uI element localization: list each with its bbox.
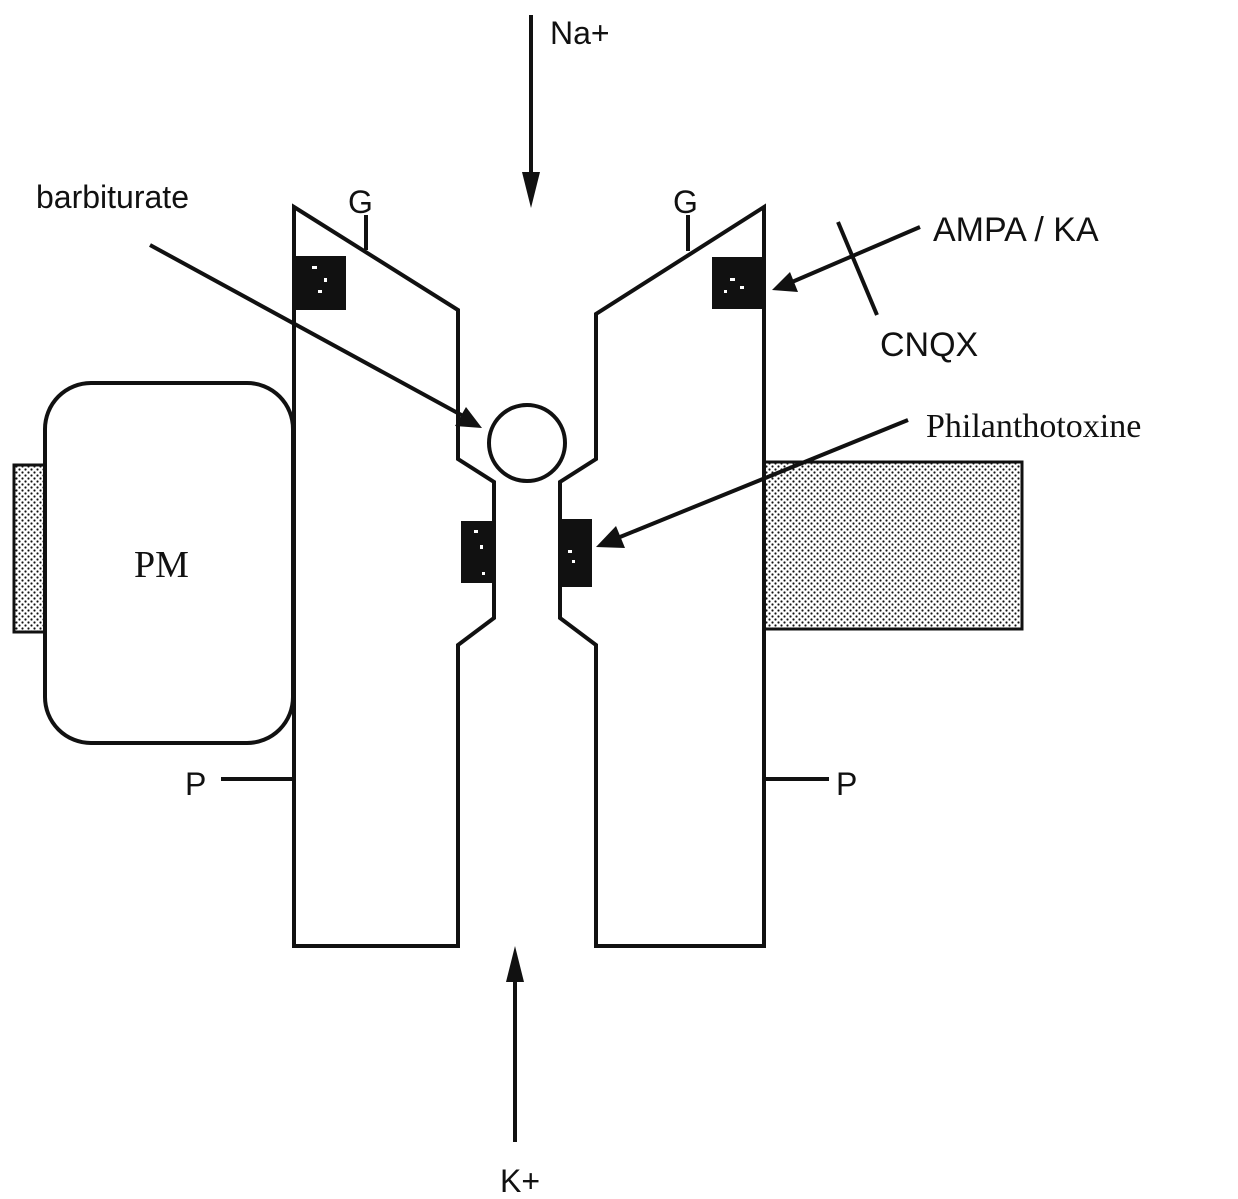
cross-mark-icon — [836, 221, 879, 316]
philanthotoxine-label: Philanthotoxine — [926, 408, 1141, 445]
pm-label: PM — [134, 544, 189, 586]
right-subunit — [558, 203, 766, 948]
arrow-down-icon — [522, 15, 540, 208]
barbiturate-arrow-icon — [149, 243, 482, 428]
barbiturate-site-circle — [487, 403, 567, 483]
ampa-arrow-icon — [772, 225, 921, 292]
g-left-label: G — [348, 184, 373, 220]
left-subunit — [292, 203, 496, 948]
philanthotoxine-arrow-icon — [596, 418, 909, 548]
p-right-label: P — [836, 766, 857, 802]
ampa-ka-label: AMPA / KA — [933, 211, 1099, 249]
agonist-site-left — [296, 256, 346, 310]
g-right-label: G — [673, 184, 698, 220]
pore-block-right — [560, 519, 592, 587]
na-label: Na+ — [550, 15, 610, 51]
arrow-up-icon — [506, 946, 524, 1142]
pore-block-left — [461, 521, 493, 583]
barbiturate-label: barbiturate — [36, 179, 189, 215]
p-left-label: P — [185, 766, 206, 802]
cnqx-label: CNQX — [880, 326, 978, 364]
k-label: K+ — [500, 1163, 540, 1199]
agonist-site-right — [712, 257, 764, 309]
right-stippled-block — [758, 460, 1024, 631]
